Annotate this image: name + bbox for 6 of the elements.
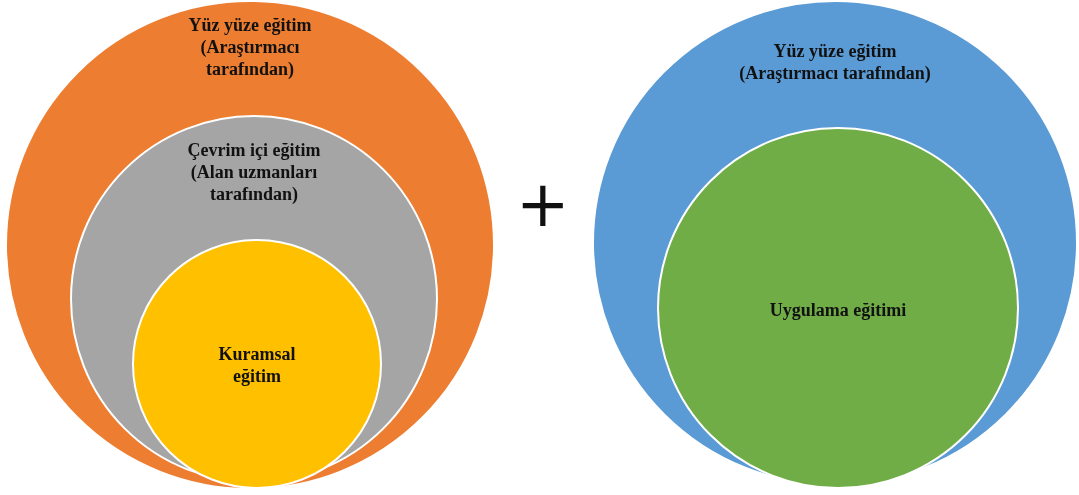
circle-label: Çevrim içi eğitim (Alan uzmanları tarafından) [186,139,322,205]
circle-label: Kuramsal eğitim [217,343,297,387]
circle-label: Uygulama eğitimi [768,299,908,321]
circle-label: Yüz yüze eğitim (Araştırmacı tarafından) [187,14,313,80]
circle-label: Yüz yüze eğitim (Araştırmacı tarafından) [738,40,932,84]
plus-sign: + [516,172,570,236]
